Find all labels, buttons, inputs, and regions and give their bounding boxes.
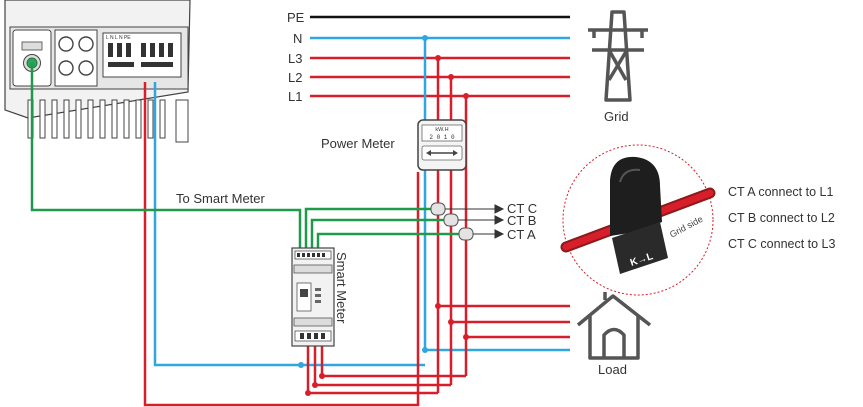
grid-label: Grid (604, 109, 629, 124)
neutral-wiring (153, 38, 570, 367)
ct-a-label: CT A (507, 227, 536, 242)
ct-c-note: CT C connect to L3 (728, 237, 836, 251)
transmission-tower-icon (588, 10, 648, 102)
ct-clamp-icon (560, 156, 716, 274)
inverter-terminal-labels: L N L N PE (106, 35, 131, 41)
smart-meter-label: Smart Meter (334, 252, 349, 324)
power-meter-reading: 2 0 1 0 (429, 134, 455, 141)
ct-a-note: CT A connect to L1 (728, 185, 833, 199)
power-meter: kW.H 2 0 1 0 (417, 119, 467, 171)
load-label: Load (598, 362, 627, 377)
junction-dots (298, 35, 469, 396)
power-meter-label: Power Meter (321, 136, 395, 151)
ct-c-label: CT C (507, 201, 537, 216)
ct-b-note: CT B connect to L2 (728, 211, 835, 225)
house-icon (576, 292, 652, 360)
inverter: L N L N PE (4, 0, 191, 143)
l1-label: L1 (288, 89, 302, 104)
ct-arrows (445, 204, 505, 239)
l2-label: L2 (288, 70, 302, 85)
ct-b-label: CT B (507, 213, 536, 228)
l3-label: L3 (288, 51, 302, 66)
comm-wiring (30, 63, 466, 248)
to-smart-meter-label: To Smart Meter (176, 191, 266, 206)
pe-label: PE (287, 10, 305, 25)
ct-sensors (430, 202, 474, 241)
n-label: N (293, 31, 302, 46)
smart-meter (291, 247, 335, 347)
power-meter-unit: kW.H (435, 127, 448, 133)
ct-clamp-detail: K→L Grid side (560, 144, 716, 296)
